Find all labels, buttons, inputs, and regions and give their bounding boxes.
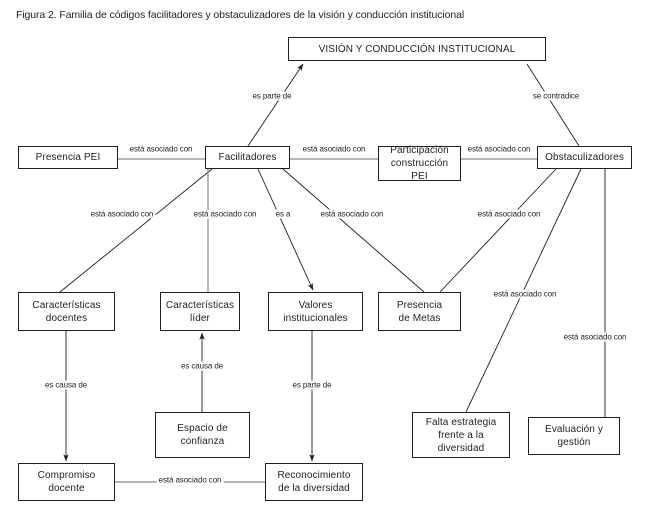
edge-label-facilitadores-caracteristicas-lider: está asociado con <box>191 209 259 219</box>
edge-facilitadores-to-vision <box>247 63 304 147</box>
edge-label-facilitadores-to-vision: es parte de <box>250 91 294 101</box>
edge-facilitadores-caracteristicas-docentes <box>59 168 213 293</box>
edge-label-obstaculizadores-evaluacion-gestion: está asociado con <box>561 332 629 342</box>
edge-label-facilitadores-presencia-metas: está asociado con <box>318 209 386 219</box>
edge-label-obstaculizadores-falta-estrategia: está asociado con <box>491 289 559 299</box>
edge-label-facilitadores-caracteristicas-docentes: está asociado con <box>88 209 156 219</box>
edge-label-espacio-confianza-caracteristicas-lider: es causa de <box>178 361 226 371</box>
edge-label-obstaculizadores-presencia-metas: está asociado con <box>475 209 543 219</box>
edge-label-compromiso-reconocimiento: está asociado con <box>156 475 224 485</box>
node-label: Obstaculizadores <box>545 152 624 163</box>
edge-label-presenciapei-facilitadores: está asociado con <box>127 144 195 154</box>
node-facilitadores[interactable]: Facilitadores <box>205 146 290 169</box>
edge-label-obstaculizadores-to-vision: se contradice <box>530 91 582 101</box>
node-obstaculizadores[interactable]: Obstaculizadores <box>537 146 632 169</box>
edge-label-facilitadores-participacion: está asociado con <box>300 144 368 154</box>
edge-label-caracteristicas-docentes-compromiso: es causa de <box>42 380 90 390</box>
edge-label-valores-reconocimiento: es parte de <box>290 380 334 390</box>
edge-obstaculizadores-to-vision <box>526 63 580 147</box>
edge-obstaculizadores-presencia-metas <box>439 168 557 293</box>
node-label: VISIÓN Y CONDUCCIÓN INSTITUCIONAL <box>318 43 516 55</box>
edge-label-facilitadores-valores-institucionales: es a <box>273 209 293 219</box>
edge-facilitadores-presencia-metas <box>282 168 425 293</box>
node-label: Facilitadores <box>218 152 277 163</box>
edge-label-participacion-obstaculizadores: está asociado con <box>465 144 533 154</box>
node-vision[interactable]: VISIÓN Y CONDUCCIÓN INSTITUCIONAL <box>288 37 546 61</box>
node-presencia-pei[interactable]: Presencia PEI <box>18 146 118 169</box>
figure-title: Figura 2. Familia de códigos facilitador… <box>16 9 465 21</box>
node-label: Presencia PEI <box>35 152 101 163</box>
edge-facilitadores-valores-institucionales <box>257 168 314 291</box>
